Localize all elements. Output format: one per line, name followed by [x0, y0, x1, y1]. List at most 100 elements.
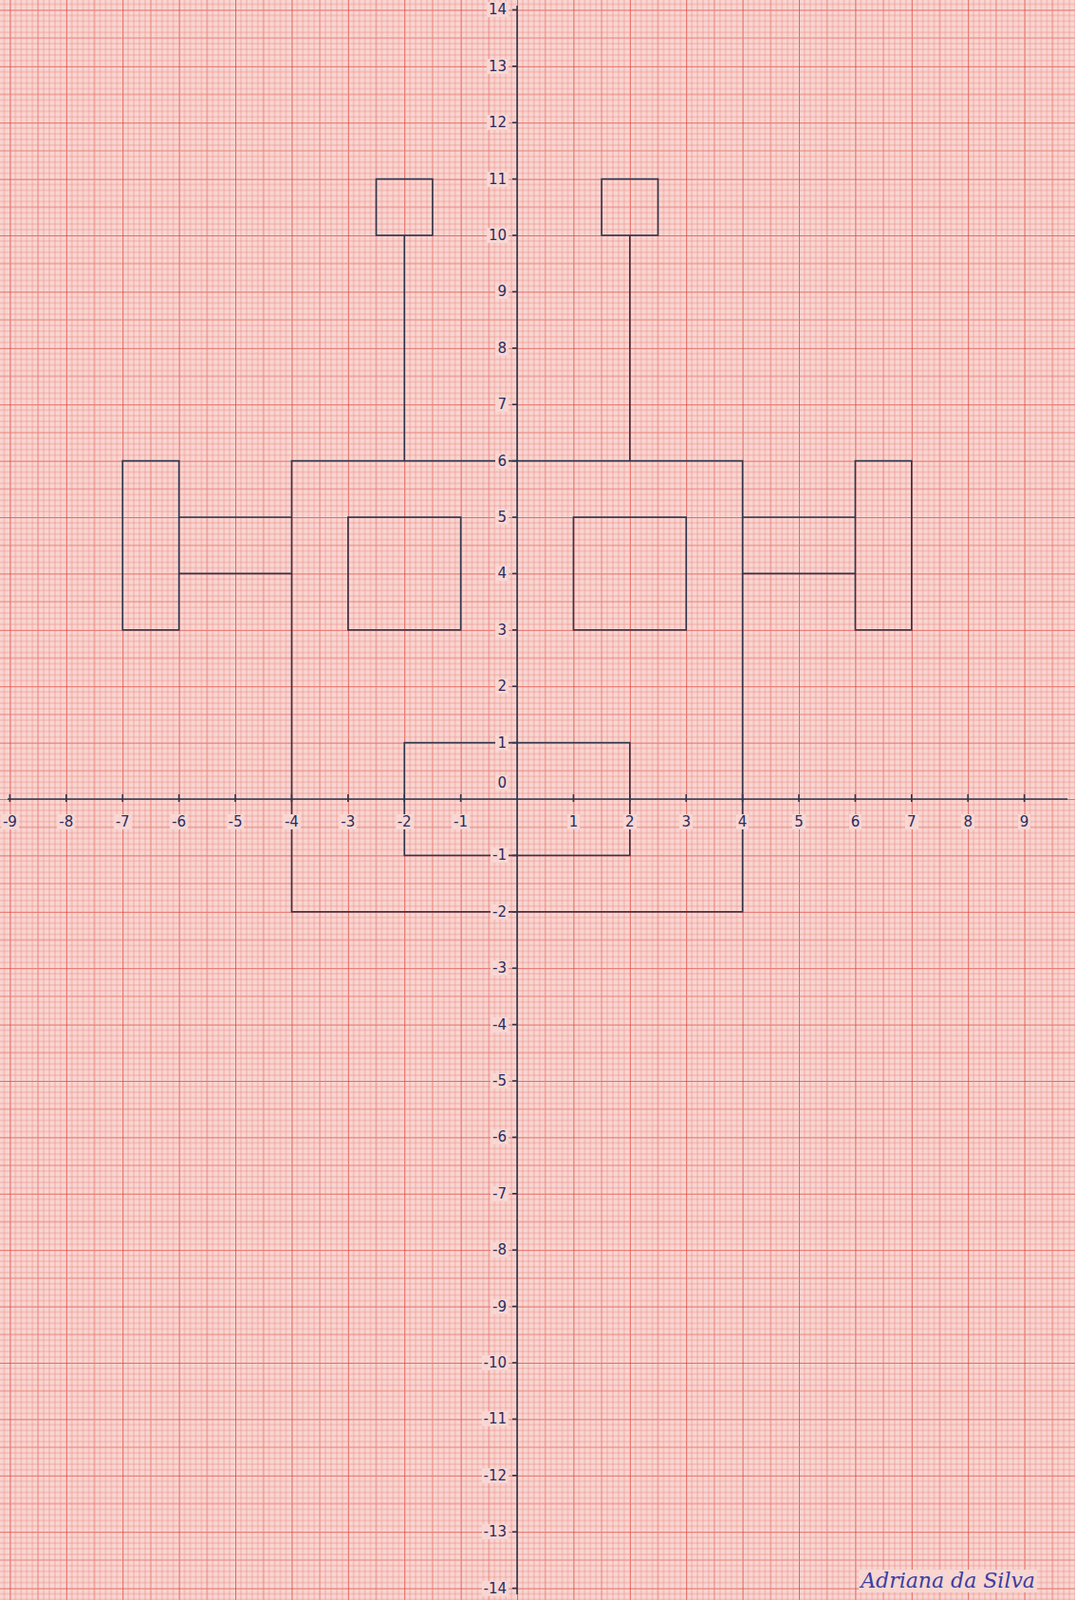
- robot-body: [291, 461, 742, 912]
- y-tick-label: 3: [495, 622, 509, 638]
- y-tick-label: 2: [495, 678, 509, 694]
- signature: Adriana da Silva: [858, 1569, 1038, 1593]
- y-tick-label: 6: [495, 453, 509, 469]
- x-tick-label: -9: [0, 814, 19, 830]
- tick: [512, 121, 518, 124]
- tick: [512, 178, 518, 181]
- tick: [512, 65, 518, 68]
- y-axis: [516, 5, 519, 1594]
- tick: [512, 1418, 518, 1421]
- x-tick-label: 1: [567, 814, 581, 830]
- robot-hand: [122, 461, 179, 631]
- y-tick-label: -4: [490, 1017, 509, 1033]
- y-tick-label: 1: [495, 735, 509, 751]
- tick: [178, 794, 181, 802]
- y-tick-label: -8: [490, 1241, 509, 1258]
- tick: [685, 794, 687, 802]
- tick: [512, 1079, 518, 1082]
- tick: [573, 794, 575, 802]
- y-tick-label: 8: [495, 340, 509, 356]
- tick: [512, 573, 518, 575]
- y-tick-label: 14: [486, 1, 509, 18]
- y-tick-label: 12: [486, 114, 509, 130]
- y-tick-label: 7: [495, 396, 509, 412]
- y-tick-label: -11: [481, 1410, 510, 1427]
- tick: [966, 794, 969, 802]
- y-tick-label: -5: [490, 1073, 509, 1089]
- antenna-tip: [376, 179, 433, 236]
- robot-mouth: [404, 742, 631, 856]
- tick: [512, 1192, 518, 1195]
- y-tick-label: -13: [481, 1523, 510, 1539]
- tick: [512, 1136, 518, 1139]
- x-tick-label: -5: [226, 814, 245, 830]
- antenna: [629, 235, 631, 462]
- antenna-tip: [601, 179, 658, 236]
- x-tick-label: 4: [736, 814, 750, 830]
- y-tick-label: -10: [481, 1354, 510, 1371]
- tick: [854, 794, 857, 802]
- y-tick-label: -2: [490, 904, 509, 920]
- x-tick-label: 2: [623, 814, 637, 830]
- robot-eye: [573, 517, 686, 631]
- y-tick-label: -7: [490, 1186, 509, 1202]
- tick: [121, 794, 124, 802]
- y-tick-label: -12: [481, 1467, 510, 1483]
- tick: [512, 1023, 518, 1026]
- y-tick-label: 11: [486, 171, 509, 187]
- robot-arm: [179, 516, 293, 519]
- robot-arm: [179, 573, 293, 575]
- tick: [512, 966, 518, 969]
- tick: [65, 794, 68, 802]
- robot-eye: [348, 517, 462, 631]
- x-tick-label: 9: [1018, 814, 1032, 830]
- y-tick-label: -14: [481, 1580, 510, 1596]
- tick: [512, 1361, 518, 1364]
- tick: [512, 1248, 518, 1251]
- robot-arm: [742, 573, 856, 575]
- tick: [512, 629, 518, 631]
- tick: [512, 1474, 518, 1477]
- tick: [512, 234, 518, 237]
- tick: [512, 403, 518, 406]
- tick: [512, 1530, 518, 1533]
- x-axis: [7, 797, 1068, 800]
- y-tick-label: -3: [490, 960, 509, 976]
- tick: [797, 794, 800, 802]
- x-tick-label: -1: [451, 814, 470, 830]
- robot-drawing: [7, 5, 1068, 1594]
- tick: [512, 1587, 518, 1590]
- tick: [512, 685, 518, 687]
- x-tick-label: -6: [169, 814, 188, 830]
- tick: [512, 516, 518, 519]
- antenna: [403, 235, 406, 462]
- x-tick-label: 3: [679, 814, 693, 830]
- y-tick-label: 10: [486, 227, 509, 243]
- tick: [347, 794, 350, 802]
- y-tick-label: 9: [495, 283, 509, 299]
- y-tick-label: 13: [486, 58, 509, 75]
- x-tick-label: -2: [395, 814, 414, 830]
- y-tick-label: 4: [495, 565, 509, 581]
- robot-arm: [742, 516, 856, 519]
- y-tick-label: -6: [490, 1129, 509, 1145]
- y-tick-label: -9: [490, 1298, 509, 1315]
- tick: [512, 347, 518, 350]
- x-tick-label: -4: [282, 814, 301, 830]
- tick: [910, 794, 913, 802]
- tick: [1023, 794, 1026, 802]
- x-tick-label: -8: [56, 814, 75, 830]
- y-tick-label: 5: [495, 509, 509, 525]
- x-tick-label: 8: [961, 814, 975, 830]
- x-tick-label: 7: [905, 814, 919, 830]
- x-tick-label: 5: [792, 814, 806, 830]
- tick: [9, 794, 12, 802]
- tick: [512, 291, 518, 294]
- robot-hand: [854, 461, 911, 631]
- tick: [460, 794, 463, 802]
- tick: [512, 9, 518, 12]
- x-tick-label: -7: [113, 814, 132, 830]
